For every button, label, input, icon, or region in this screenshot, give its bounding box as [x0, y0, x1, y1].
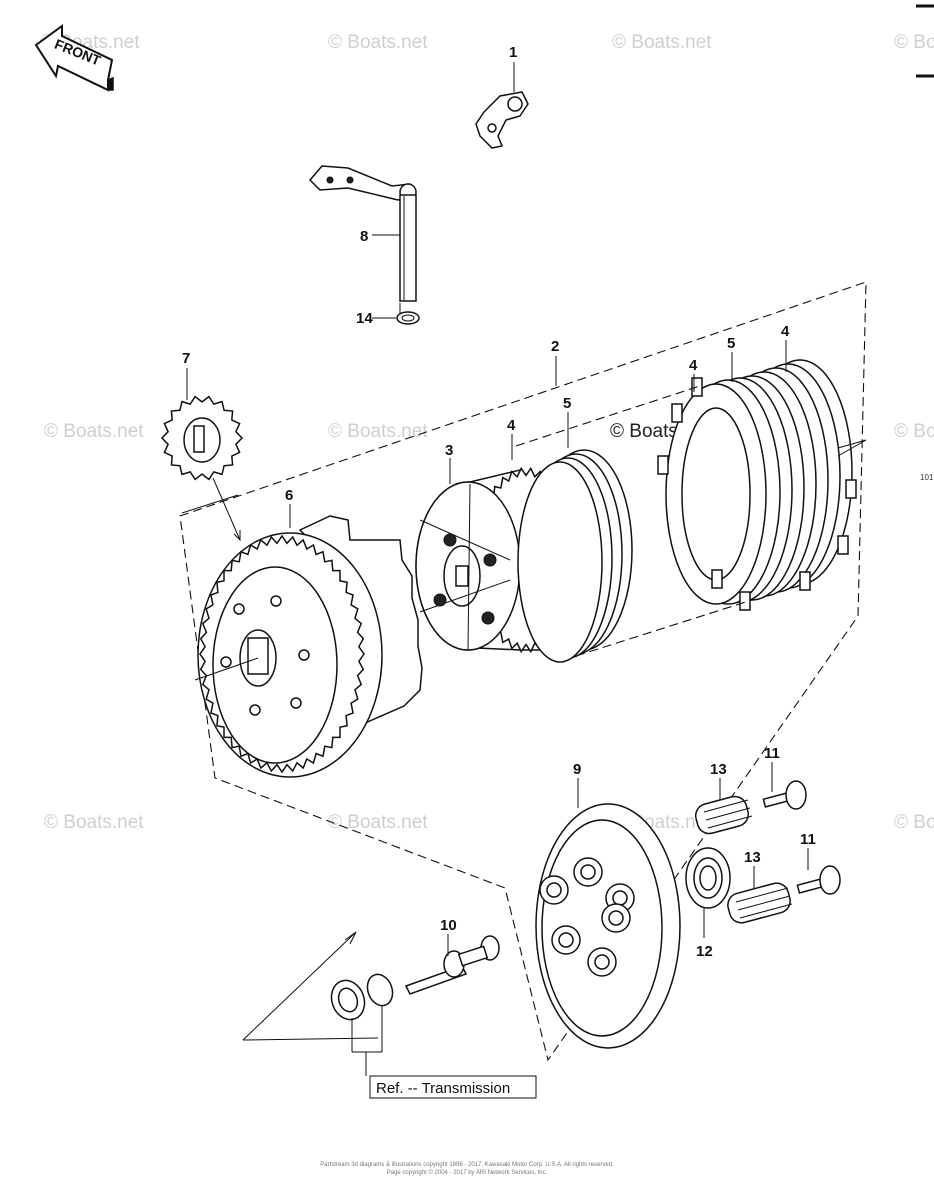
front-arrow-icon: FRONT [34, 24, 114, 92]
watermark-4: © Boats.net [894, 32, 934, 53]
watermark-2: © Boats.net [328, 32, 428, 53]
callout-5-rear: 5 [727, 335, 735, 352]
copyright-footer: Partstream 3d diagrams & illustrations c… [320, 1162, 614, 1176]
part-14-o-ring [396, 311, 420, 325]
callout-4-middle: 4 [689, 357, 698, 374]
part-6-clutch-housing [194, 515, 423, 778]
callout-5-front: 5 [563, 395, 571, 412]
callout-8: 8 [360, 228, 368, 245]
footer-line-2: Page copyright © 2004 - 2017 by ARI Netw… [387, 1169, 548, 1176]
ref-rings [330, 973, 394, 1076]
part-9-pressure-plate [535, 803, 681, 1049]
assembly-outline [179, 281, 867, 1062]
footer-line-1: Partstream 3d diagrams & illustrations c… [320, 1162, 614, 1168]
leader-arrows [212, 303, 401, 1041]
watermark-10: © Boats.net [328, 812, 428, 833]
part-11-bolt-lower [796, 865, 841, 895]
part-10-pushrod [404, 935, 500, 995]
callout-2: 2 [551, 338, 559, 355]
callout-3: 3 [445, 442, 453, 459]
watermarks: © Boats.net © Boats.net © Boats.net © Bo… [40, 32, 934, 833]
part-8-release-shaft [308, 165, 417, 302]
callout-14: 14 [356, 310, 373, 327]
part-13-spring-lower [727, 882, 793, 924]
part-12-bearing [685, 847, 731, 909]
clutch-plates-front [517, 449, 633, 663]
callout-leaders [186, 62, 809, 956]
plate-guide-lines [515, 385, 867, 657]
callout-4-front: 4 [507, 417, 516, 434]
callout-11-lower: 11 [800, 831, 816, 848]
watermark-12: © Boats.net [894, 812, 934, 833]
callout-9: 9 [573, 761, 581, 778]
part-1-bracket [475, 91, 529, 149]
callout-13-lower: 13 [744, 849, 761, 866]
callout-10: 10 [440, 917, 457, 934]
edge-marks: 101 [916, 4, 934, 482]
watermark-8: © Boats.net [894, 421, 934, 442]
watermark-3: © Boats.net [612, 32, 712, 53]
callout-7: 7 [182, 350, 190, 367]
ref-transmission-label: Ref. -- Transmission [369, 1075, 537, 1099]
callout-13-upper: 13 [710, 761, 727, 778]
part-13-spring-upper [694, 795, 753, 835]
callout-1: 1 [509, 44, 517, 61]
ref-label-text: Ref. -- Transmission [376, 1080, 510, 1097]
watermark-6: © Boats.net [328, 421, 428, 442]
callouts: 1 8 14 7 2 6 3 4 5 4 5 4 9 13 11 13 11 1… [182, 44, 816, 960]
edge-label: 101 [920, 473, 934, 482]
callout-12: 12 [696, 943, 713, 960]
part-7-gear [160, 395, 244, 481]
callout-6: 6 [285, 487, 293, 504]
clutch-plates-stack [657, 359, 857, 611]
callout-4-rear: 4 [781, 323, 790, 340]
part-11-bolt-upper [762, 780, 807, 810]
callout-11-upper: 11 [764, 745, 780, 762]
watermark-9: © Boats.net [44, 812, 144, 833]
watermark-5: © Boats.net [44, 421, 144, 442]
